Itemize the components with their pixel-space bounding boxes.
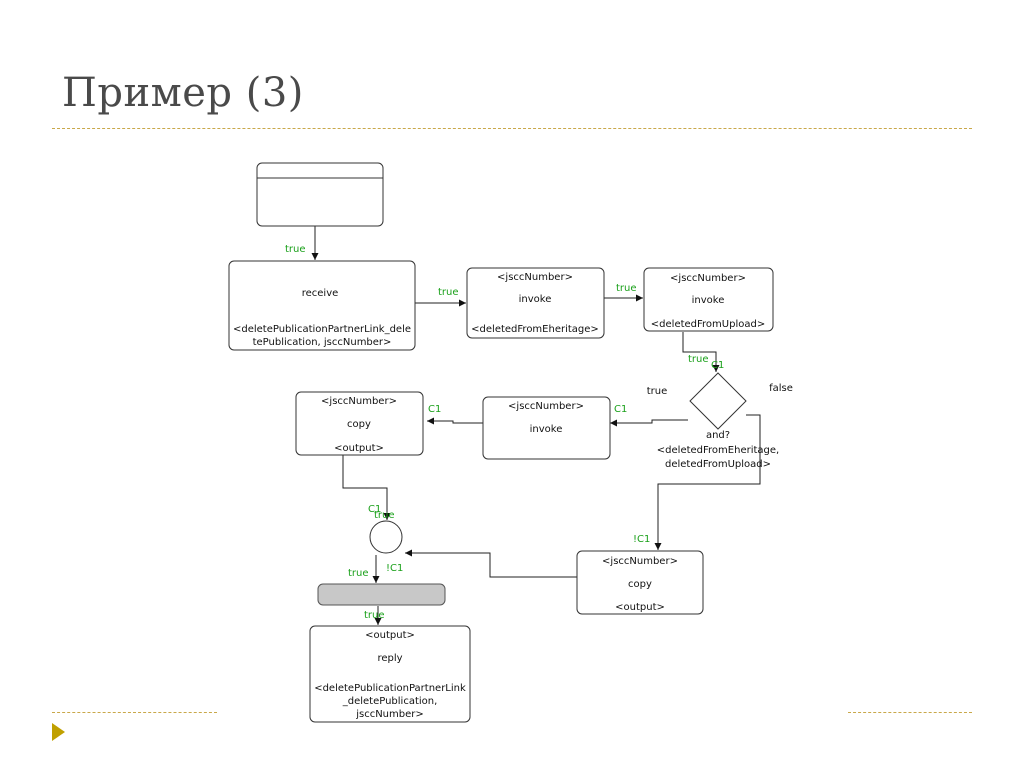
receive-params-line1: <deletePublicationPartnerLink_dele — [233, 324, 411, 335]
invoke2-node: <jsccNumber> invoke <deletedFromUpload> — [643, 267, 774, 332]
reply-params-line1: <deletePublicationPartnerLink — [314, 683, 466, 694]
edge-label-invoke1-invoke2: true — [616, 283, 637, 294]
merge-node — [369, 520, 403, 554]
copy2-header: <jsccNumber> — [602, 556, 678, 567]
edge-decision-invoke3 — [610, 419, 688, 427]
invoke1-title: invoke — [519, 294, 552, 305]
receive-title: receive — [302, 288, 339, 299]
edge-label-copy1-in: C1 — [428, 404, 441, 415]
bullet-arrow-icon — [52, 723, 65, 741]
invoke2-title: invoke — [692, 295, 725, 306]
start-box — [256, 162, 384, 227]
reply-box — [309, 625, 471, 723]
reply-header: <output> — [365, 630, 415, 641]
decision-label-line1: and? — [706, 430, 730, 441]
receive-node: receive <deletePublicationPartnerLink_de… — [228, 260, 416, 351]
footer-divider-left — [52, 712, 217, 713]
join-bar — [317, 583, 446, 606]
copy2-node: <jsccNumber> copy <output> — [576, 550, 704, 615]
invoke1-node: <jsccNumber> invoke <deletedFromEheritag… — [466, 267, 605, 339]
edge-label-bar-out: true — [364, 610, 385, 621]
footer-divider-right — [848, 712, 972, 713]
invoke3-box — [482, 396, 611, 460]
decision-diamond — [689, 372, 747, 430]
copy1-title: copy — [347, 419, 371, 430]
edge-invoke3-copy1 — [427, 417, 483, 425]
reply-params-line3: jsccNumber> — [355, 709, 424, 720]
reply-params-line2: _deletePublication, — [342, 696, 438, 707]
edge-label-merge-c1: C1 — [368, 504, 381, 515]
edge-decision-copy2 — [654, 414, 761, 550]
copy1-footer: <output> — [334, 443, 384, 454]
decision-false-label: false — [769, 383, 793, 394]
copy2-footer: <output> — [615, 602, 665, 613]
invoke2-footer: <deletedFromUpload> — [651, 319, 765, 330]
edge-label-merge-out: true — [348, 568, 369, 579]
start-node — [256, 162, 384, 227]
decision-label-line3: deletedFromUpload> — [665, 459, 771, 470]
copy1-header: <jsccNumber> — [321, 396, 397, 407]
edge-label-decision-top: C1 — [711, 360, 724, 371]
decision-true-label: true — [647, 386, 668, 397]
invoke3-node: <jsccNumber> invoke — [482, 396, 611, 460]
connectors — [311, 226, 761, 625]
edge-invoke2-decision — [682, 332, 720, 372]
invoke3-title: invoke — [530, 424, 563, 435]
edge-copy2-merge — [405, 549, 577, 578]
edge-label-invoke3-in: C1 — [614, 404, 627, 415]
copy1-box — [295, 391, 424, 456]
reply-title: reply — [377, 653, 402, 664]
edge-label-start-receive: true — [285, 244, 306, 255]
slide-title: Пример (3) — [62, 70, 304, 116]
copy2-title: copy — [628, 579, 652, 590]
decision-node: and? <deletedFromEheritage, deletedFromU… — [647, 372, 793, 470]
invoke1-box — [466, 267, 605, 339]
copy2-box — [576, 550, 704, 615]
reply-node: <output> reply <deletePublicationPartner… — [309, 625, 471, 723]
edge-label-merge-true: true — [374, 510, 395, 521]
edge-copy1-merge — [342, 455, 391, 520]
invoke2-header: <jsccNumber> — [670, 273, 746, 284]
edge-label-copy2-in: !C1 — [633, 534, 650, 545]
invoke1-header: <jsccNumber> — [497, 272, 573, 283]
receive-box — [228, 260, 416, 351]
edge-label-merge-not-c1: !C1 — [386, 563, 403, 574]
receive-params-line2: tePublication, jsccNumber> — [253, 337, 392, 348]
title-divider — [52, 128, 972, 129]
edge-label-receive-invoke1: true — [438, 287, 459, 298]
copy1-node: <jsccNumber> copy <output> — [295, 391, 424, 456]
invoke3-header: <jsccNumber> — [508, 401, 584, 412]
edge-labels: true true true true C1 C1 C1 C1 true !C1… — [285, 244, 724, 621]
edge-label-invoke2-decision: true — [688, 354, 709, 365]
decision-label-line2: <deletedFromEheritage, — [657, 445, 779, 456]
invoke2-box — [643, 267, 774, 332]
invoke1-footer: <deletedFromEheritage> — [471, 324, 599, 335]
